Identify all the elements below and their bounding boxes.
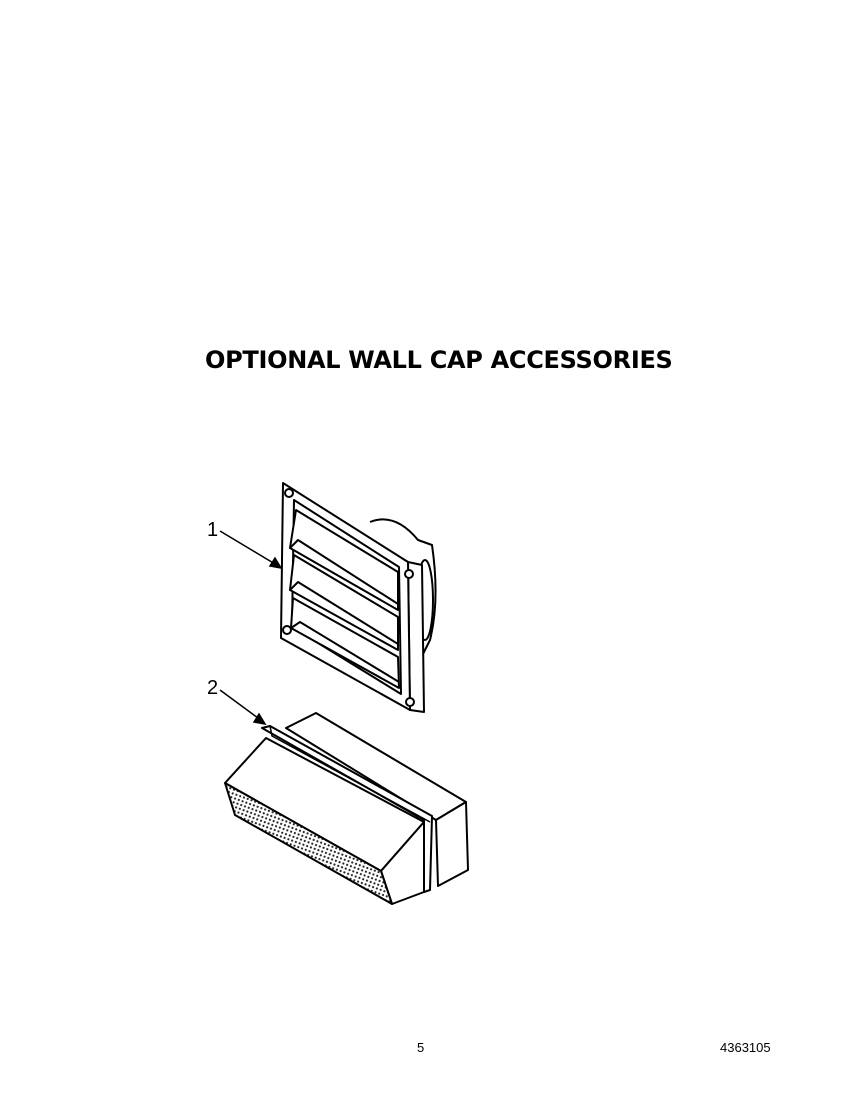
screw-icon [284,488,294,498]
callout-1-arrow [219,530,283,570]
diagram-title: OPTIONAL WALL CAP ACCESSORIES [205,346,673,374]
louvered-wall-cap [280,482,437,713]
callout-2-label: 2 [207,677,218,699]
louver-blade-edge [289,539,399,605]
louver-blade-edge [290,621,400,683]
louver-blade [289,509,399,611]
screw-icon [282,625,292,635]
document-number: 4363105 [720,1040,771,1055]
page-number: 5 [417,1040,425,1055]
callout-2-arrow [219,689,267,726]
callout-1-label: 1 [207,519,218,541]
duct-side [435,801,469,887]
rectangular-wall-cap [224,712,469,905]
screw-icon [404,569,414,579]
duct-collar [369,518,437,661]
mounting-flange-edge [269,725,431,823]
mesh-screen [224,782,393,905]
louver-blade-edge [289,581,399,645]
screw-icon [405,697,415,707]
